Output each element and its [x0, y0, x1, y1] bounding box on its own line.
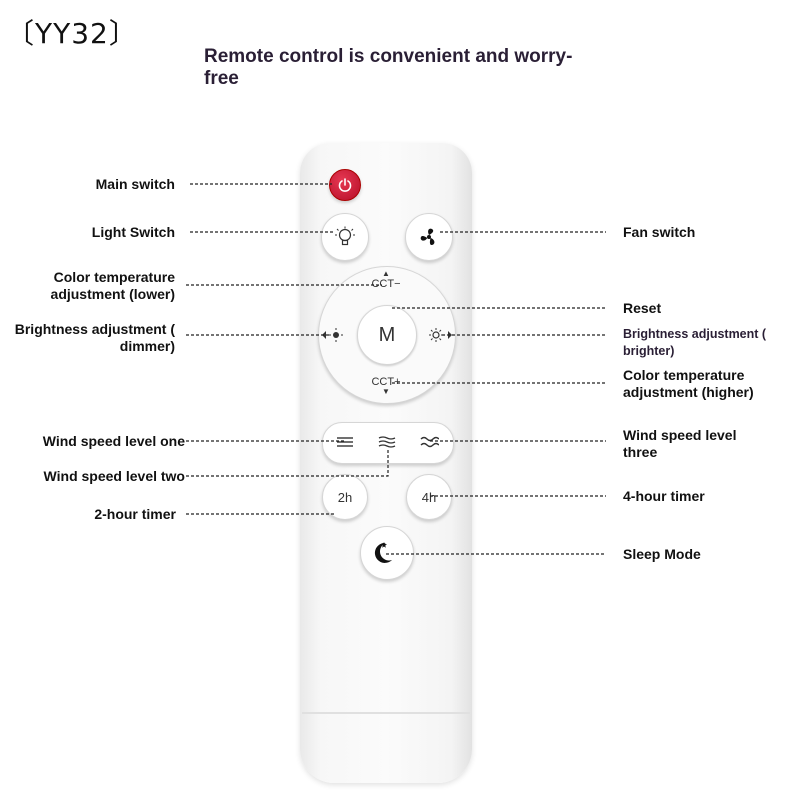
wind-one-icon — [337, 437, 353, 447]
power-icon — [338, 178, 352, 192]
brightness-up-button[interactable] — [424, 326, 454, 344]
label-sleep-mode: Sleep Mode — [623, 546, 701, 562]
timer-2h-label: 2h — [337, 489, 353, 505]
remote-seam — [302, 712, 470, 714]
wind-speed-one-button[interactable] — [330, 430, 360, 454]
label-brightness-brighter: Brightness adjustment ( brighter) — [623, 327, 767, 358]
headline: Remote control is convenient and worry- … — [204, 46, 573, 89]
mode-button-label: M — [378, 323, 396, 346]
bright-sun-icon — [429, 328, 452, 342]
light-bulb-icon — [335, 226, 355, 246]
label-wind-three: Wind speed level three — [623, 427, 737, 460]
power-button[interactable] — [329, 169, 361, 201]
timer-4h-label: 4h — [421, 489, 437, 505]
cct-plus-button[interactable]: CCT+ ▼ — [360, 376, 412, 396]
up-arrow-icon: ▲ — [382, 269, 390, 278]
cct-plus-label: CCT+ — [371, 376, 401, 388]
wind-two-icon — [378, 436, 396, 448]
cct-minus-label: CCT− — [371, 278, 401, 290]
fan-switch-button[interactable] — [405, 213, 453, 261]
wind-three-icon — [420, 436, 439, 448]
model-code: 〔YY32〕 — [6, 17, 138, 50]
down-arrow-icon: ▼ — [382, 387, 390, 396]
timer-4h-button[interactable]: 4h — [406, 474, 452, 520]
light-switch-button[interactable] — [321, 213, 369, 261]
label-brightness-dimmer: Brightness adjustment ( dimmer) — [14, 321, 175, 354]
label-wind-one: Wind speed level one — [42, 433, 185, 449]
label-wind-two: Wind speed level two — [43, 468, 185, 484]
label-color-temp-lower: Color temperature adjustment (lower) — [50, 269, 175, 302]
brightness-down-button[interactable] — [320, 326, 348, 344]
cct-minus-button[interactable]: ▲ CCT− — [360, 269, 412, 291]
sleep-mode-button[interactable] — [360, 526, 414, 580]
label-reset: Reset — [623, 300, 662, 316]
label-light-switch: Light Switch — [91, 224, 175, 240]
mode-button[interactable]: M — [357, 305, 417, 365]
timer-2h-button[interactable]: 2h — [322, 474, 368, 520]
wind-speed-three-button[interactable] — [414, 430, 444, 454]
label-fan-switch: Fan switch — [623, 224, 696, 240]
label-main-switch: Main switch — [95, 176, 175, 192]
label-color-temp-higher: Color temperature adjustment (higher) — [623, 367, 754, 400]
dim-sun-icon — [322, 328, 343, 342]
wind-speed-two-button[interactable] — [372, 430, 402, 454]
fan-icon — [420, 228, 435, 245]
moon-star-icon — [374, 542, 392, 563]
label-timer-4h: 4-hour timer — [623, 488, 705, 504]
label-timer-2h: 2-hour timer — [94, 506, 176, 522]
